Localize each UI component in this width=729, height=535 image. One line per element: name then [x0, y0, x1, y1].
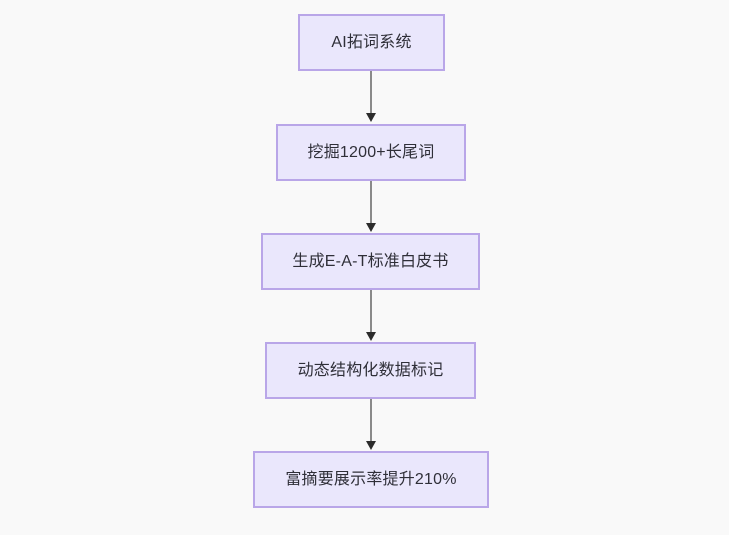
flow-edge-3-to-4-arrowhead: [366, 332, 376, 341]
flow-node-5[interactable]: 富摘要展示率提升210%: [253, 451, 489, 508]
flow-node-1-label: AI拓词系统: [331, 33, 412, 51]
flow-node-2[interactable]: 挖掘1200+长尾词: [276, 124, 466, 181]
flow-node-1[interactable]: AI拓词系统: [298, 14, 445, 71]
flow-edge-2-to-3: [370, 181, 372, 225]
flow-edge-4-to-5: [370, 399, 372, 443]
flow-node-3[interactable]: 生成E-A-T标准白皮书: [261, 233, 480, 290]
flow-edge-3-to-4: [370, 290, 372, 334]
flow-edge-2-to-3-arrowhead: [366, 223, 376, 232]
flow-node-4[interactable]: 动态结构化数据标记: [265, 342, 476, 399]
flow-edge-4-to-5-arrowhead: [366, 441, 376, 450]
flow-edge-1-to-2: [370, 71, 372, 115]
flow-node-5-label: 富摘要展示率提升210%: [285, 470, 457, 488]
flow-edge-1-to-2-arrowhead: [366, 113, 376, 122]
flow-node-4-label: 动态结构化数据标记: [297, 361, 444, 379]
flow-node-3-label: 生成E-A-T标准白皮书: [292, 252, 449, 270]
flow-node-2-label: 挖掘1200+长尾词: [307, 143, 435, 161]
